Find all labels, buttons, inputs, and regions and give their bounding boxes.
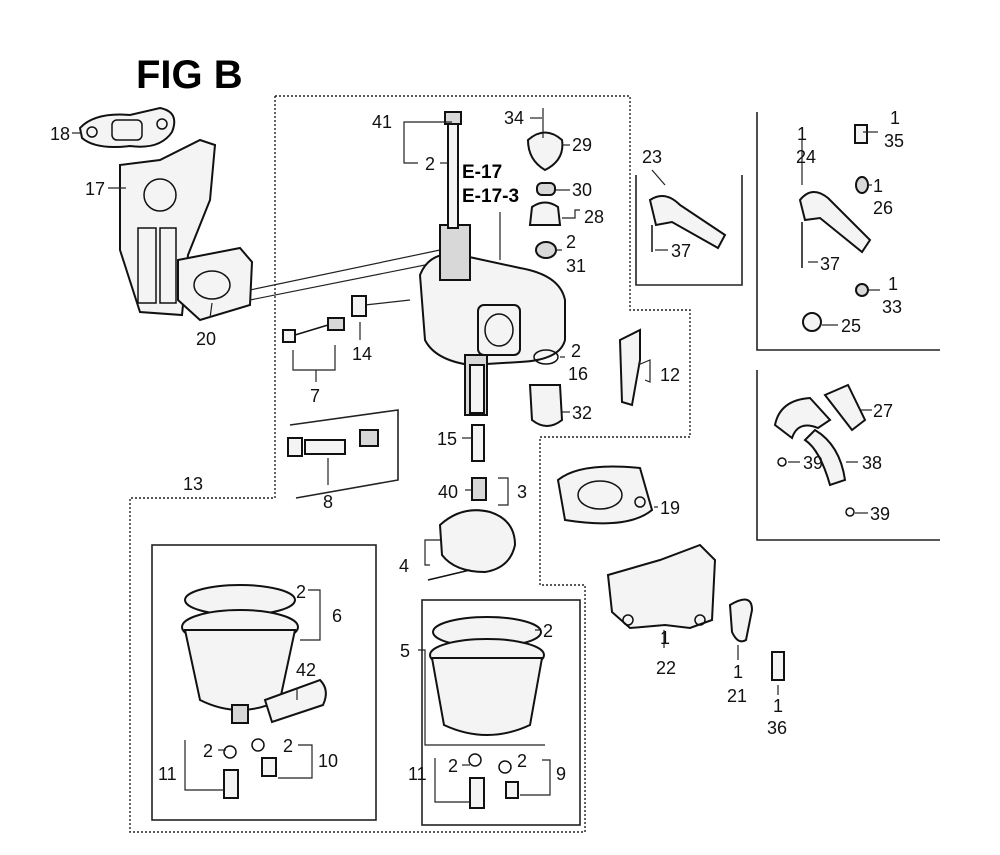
callout-15: 15 bbox=[437, 429, 457, 449]
callout-26: 26 bbox=[873, 198, 893, 218]
callout-labels: 18 17 20 14 7 8 13 41 2 34 29 30 28 2 31… bbox=[50, 108, 904, 784]
callout-20: 20 bbox=[196, 329, 216, 349]
callout-33: 33 bbox=[882, 297, 902, 317]
callout-2-31: 2 bbox=[566, 232, 576, 252]
tube-27-art bbox=[773, 396, 832, 440]
callout-22: 22 bbox=[656, 658, 676, 678]
bowl-box bbox=[421, 599, 581, 826]
callout-7: 7 bbox=[310, 386, 320, 406]
callout-35: 35 bbox=[884, 131, 904, 151]
callout-41: 41 bbox=[372, 112, 392, 132]
figure-title: FIG B bbox=[136, 53, 243, 97]
callout-37a: 37 bbox=[671, 241, 691, 261]
float-4-art bbox=[438, 509, 517, 574]
callout-1-24: 1 bbox=[797, 124, 807, 144]
bowl-kit-box bbox=[151, 544, 377, 821]
callout-39b: 39 bbox=[870, 504, 890, 524]
callout-27: 27 bbox=[873, 401, 893, 421]
lever-box-23 bbox=[635, 175, 743, 286]
screw-set-box bbox=[289, 409, 399, 499]
callout-37b: 37 bbox=[820, 254, 840, 274]
callout-34: 34 bbox=[504, 108, 524, 128]
callout-30: 30 bbox=[572, 180, 592, 200]
callout-2-11a: 2 bbox=[203, 741, 213, 761]
reference-e17-3: E-17-3 bbox=[462, 186, 519, 207]
tube-box bbox=[756, 370, 940, 541]
callout-29: 29 bbox=[572, 135, 592, 155]
callout-40: 40 bbox=[438, 482, 458, 502]
callout-2-10: 2 bbox=[283, 736, 293, 756]
callout-1-36: 1 bbox=[773, 696, 783, 716]
callout-5: 5 bbox=[400, 641, 410, 661]
callout-1-21: 1 bbox=[733, 662, 743, 682]
bracket-22-art bbox=[606, 543, 717, 630]
gasket-20-art bbox=[177, 246, 254, 322]
callout-12: 12 bbox=[660, 365, 680, 385]
callout-1-33: 1 bbox=[888, 274, 898, 294]
callout-2-11b: 2 bbox=[448, 756, 458, 776]
float-group-frame bbox=[129, 96, 585, 833]
callout-2-16: 2 bbox=[571, 341, 581, 361]
callout-1-35: 1 bbox=[890, 108, 900, 128]
parts-art bbox=[78, 106, 872, 809]
callout-17: 17 bbox=[85, 179, 105, 199]
callout-1-22: 1 bbox=[660, 628, 670, 648]
callout-16: 16 bbox=[568, 364, 588, 384]
callout-9: 9 bbox=[556, 764, 566, 784]
callout-28: 28 bbox=[584, 207, 604, 227]
callout-36: 36 bbox=[767, 718, 787, 738]
callout-2-41: 2 bbox=[425, 154, 435, 174]
reference-e17: E-17 bbox=[462, 162, 502, 183]
callout-1-26: 1 bbox=[873, 176, 883, 196]
callout-13: 13 bbox=[183, 474, 203, 494]
callout-42: 42 bbox=[296, 660, 316, 680]
callout-39a: 39 bbox=[803, 453, 823, 473]
callout-24: 24 bbox=[796, 147, 816, 167]
bowl-5-art bbox=[430, 657, 544, 736]
callout-4: 4 bbox=[399, 556, 409, 576]
carburetor-group-frame bbox=[275, 95, 691, 832]
callout-21: 21 bbox=[727, 686, 747, 706]
callout-8: 8 bbox=[323, 492, 333, 512]
callout-25: 25 bbox=[841, 316, 861, 336]
callout-38: 38 bbox=[862, 453, 882, 473]
callout-10: 10 bbox=[318, 751, 338, 771]
lever-23-art bbox=[648, 195, 727, 250]
callout-11b: 11 bbox=[408, 764, 427, 784]
callout-31: 31 bbox=[566, 256, 586, 276]
callout-2-5: 2 bbox=[543, 621, 553, 641]
callout-18: 18 bbox=[50, 124, 70, 144]
callout-23: 23 bbox=[642, 147, 662, 167]
gasket-19-art bbox=[556, 465, 654, 525]
callout-6: 6 bbox=[332, 606, 342, 626]
callout-19: 19 bbox=[660, 498, 680, 518]
callout-14: 14 bbox=[352, 344, 372, 364]
tube-38-art bbox=[803, 428, 847, 487]
callout-32: 32 bbox=[572, 403, 592, 423]
gasket-18-art bbox=[78, 106, 176, 148]
leader-lines bbox=[72, 117, 880, 803]
callout-2-9: 2 bbox=[517, 751, 527, 771]
callout-3: 3 bbox=[517, 482, 527, 502]
lever-24-art bbox=[798, 191, 872, 254]
lever-box-24 bbox=[756, 112, 940, 351]
group-frames bbox=[129, 95, 940, 833]
callout-11a: 11 bbox=[158, 764, 177, 784]
callout-2-6: 2 bbox=[296, 582, 306, 602]
